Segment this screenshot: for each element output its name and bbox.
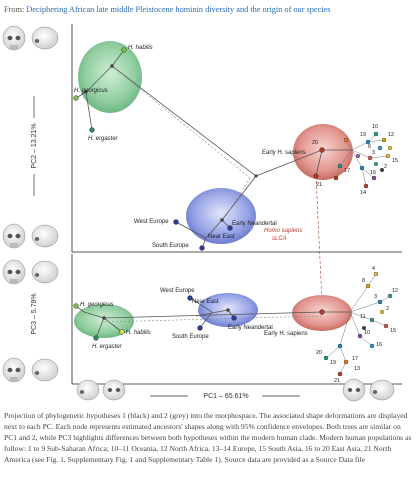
top-panel-axes [71, 24, 402, 253]
pc1-axis-label: PC1 – 65.61% [203, 393, 248, 400]
label-homo-sapiens-lca-2: sLCA [272, 236, 287, 242]
top-hypothesis2-branches [111, 65, 251, 217]
num-top-19: 19 [360, 132, 366, 138]
num-bottom-15: 15 [390, 328, 396, 334]
node-south-europe-bottom [197, 325, 203, 331]
num-bottom-8: 8 [362, 278, 365, 284]
num-bottom-2: 2 [386, 306, 389, 312]
label-early-neandertal-top: Early Neandertal [232, 221, 277, 227]
bottom-tree: H. georgicus H. habilis H. ergaster West… [73, 266, 398, 384]
node-h-habilis-bottom [119, 329, 125, 335]
lca-dashed-connector [315, 175, 323, 303]
label-h-ergaster-bottom: H. ergaster [92, 344, 123, 350]
label-early-sapiens-bottom: Early H. sapiens [264, 331, 308, 337]
num-bottom-3: 3 [374, 294, 377, 300]
node-h-ergaster-bottom [93, 335, 99, 341]
node-near-east-bottom [226, 308, 230, 312]
num-top-12: 12 [388, 132, 394, 138]
num-bottom-12: 12 [392, 288, 398, 294]
num-top-17: 17 [344, 168, 350, 174]
num-top-10: 10 [372, 124, 378, 130]
num-bottom-19: 19 [330, 360, 336, 366]
num-bottom-21: 21 [334, 378, 340, 384]
label-h-georgicus-top: H. georgicus [74, 88, 108, 94]
from-prefix: From: [4, 5, 27, 14]
label-south-europe-top: South Europe [152, 243, 189, 249]
num-top-3: 3 [372, 150, 375, 156]
num-bottom-4: 4 [372, 266, 375, 272]
label-early-sapiens-top: Early H. sapiens [262, 150, 306, 156]
label-homo-sapiens-lca-1: Homo sapiens [264, 228, 302, 234]
pc3-axis-label: PC3 – 5.78% [31, 293, 38, 334]
num-bottom-11: 11 [360, 314, 366, 320]
node-root-top [254, 174, 258, 178]
node-h-ergaster-top [89, 127, 95, 133]
node-h-georgicus-bottom [73, 303, 79, 309]
label-west-europe-bottom: West Europe [160, 288, 195, 294]
num-bottom-10: 10 [364, 330, 370, 336]
top-modern-dots [333, 131, 393, 189]
label-near-east-top: Near East [208, 234, 235, 240]
article-link[interactable]: Deciphering African late middle Pleistoc… [26, 5, 331, 14]
node-early-neandertal-top [227, 225, 233, 231]
pc2-axis-label: PC2 – 13.21% [31, 123, 38, 168]
node-near-east-top [220, 218, 224, 222]
num-top-2: 2 [384, 164, 387, 170]
node-west-europe-bottom [187, 295, 193, 301]
label-h-habilis-top: H. habilis [128, 45, 153, 51]
label-near-east-bottom: Near East [192, 299, 219, 305]
node-h-georgicus-top [73, 95, 79, 101]
top-green-envelope [78, 41, 142, 113]
label-early-neandertal-bottom: Early Neandertal [228, 325, 273, 331]
node-internal-green-bottom [102, 316, 106, 320]
bottom-modern-dots [323, 271, 393, 377]
top-tree: H. habilis H. georgicus H. ergaster Earl… [73, 41, 398, 251]
num-top-21: 21 [316, 182, 322, 188]
skull-pc1-max-icon [342, 378, 395, 402]
num-top-14: 14 [360, 190, 366, 196]
label-west-europe-top: West Europe [134, 219, 169, 225]
label-h-habilis-bottom: H. habilis [126, 330, 151, 336]
bottom-green-envelope [74, 304, 134, 338]
num-bottom-16: 16 [376, 342, 382, 348]
node-internal-green-top [110, 64, 114, 68]
num-top-6: 6 [368, 144, 371, 150]
node-early-neandertal-bottom [231, 315, 237, 321]
figure-caption: Projection of phylogenetic hypotheses 1 … [4, 411, 412, 464]
node-h-habilis-top [121, 47, 127, 53]
num-bottom-20: 20 [316, 350, 322, 356]
num-bottom-17: 17 [352, 356, 358, 362]
num-top-20: 20 [312, 140, 318, 146]
skull-pc1-min-icon [76, 379, 126, 401]
skull-pc2-max-icon [2, 25, 59, 51]
num-top-15: 15 [392, 158, 398, 164]
node-early-sapiens-bottom [319, 309, 325, 315]
skull-pc3-max-icon [2, 259, 59, 285]
skull-pc3-min-icon [2, 357, 59, 383]
label-h-ergaster-top: H. ergaster [88, 136, 119, 142]
node-west-europe-top [173, 219, 179, 225]
num-bottom-13: 13 [354, 366, 360, 372]
bottom-modern-numbers: 4 8 12 3 2 11 15 10 16 20 19 17 13 21 [316, 266, 398, 384]
node-internal-a-top [84, 90, 88, 94]
figure-source-line: From: Deciphering African late middle Pl… [4, 4, 416, 15]
label-south-europe-bottom: South Europe [172, 334, 209, 340]
node-early-sapiens-top [319, 147, 325, 153]
bottom-hypothesis2-branches [103, 315, 323, 323]
top-tree-branches [75, 49, 352, 249]
label-h-georgicus-bottom: H. georgicus [80, 302, 114, 308]
num-top-16: 16 [370, 170, 376, 176]
skull-pc2-min-icon [2, 223, 59, 249]
skull-icons [2, 25, 395, 402]
top-blue-envelope [186, 188, 256, 244]
phylogeny-morphospace-figure: PC2 – 13.21% PC3 – 5.78% PC1 – 65.61% [2, 24, 402, 402]
top-modern-numbers: 19 10 12 20 6 3 17 15 16 21 14 2 [312, 124, 398, 196]
node-south-europe-top [199, 245, 205, 251]
